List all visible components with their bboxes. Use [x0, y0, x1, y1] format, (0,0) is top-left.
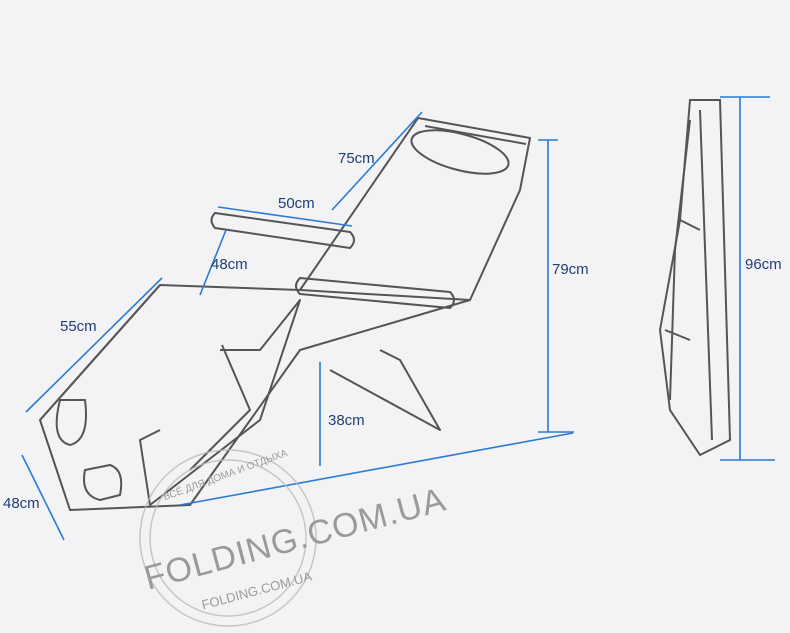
front-legs — [139, 299, 301, 506]
height-unfolded-label: 79cm — [552, 261, 589, 278]
seat-frame — [39, 284, 471, 511]
headrest-pillow — [410, 129, 510, 175]
dimension-lines — [21, 96, 775, 541]
armrest-right — [295, 277, 455, 309]
backrest-frame — [299, 117, 531, 301]
width-label: 48cm — [3, 495, 40, 512]
height-folded-label: 96cm — [745, 256, 782, 273]
armrest-length-label: 50cm — [278, 195, 315, 212]
seat-length-label: 55cm — [60, 318, 97, 335]
armrest-height-label: 48cm — [211, 256, 248, 273]
armrest-left — [210, 212, 355, 249]
rear-legs — [329, 349, 441, 431]
seat-height-label: 38cm — [328, 412, 365, 429]
lounge-chair-folded — [658, 99, 732, 457]
lounge-chair-unfolded — [39, 117, 531, 511]
watermark-stamp — [139, 449, 317, 627]
backrest-length-label: 75cm — [338, 150, 375, 167]
